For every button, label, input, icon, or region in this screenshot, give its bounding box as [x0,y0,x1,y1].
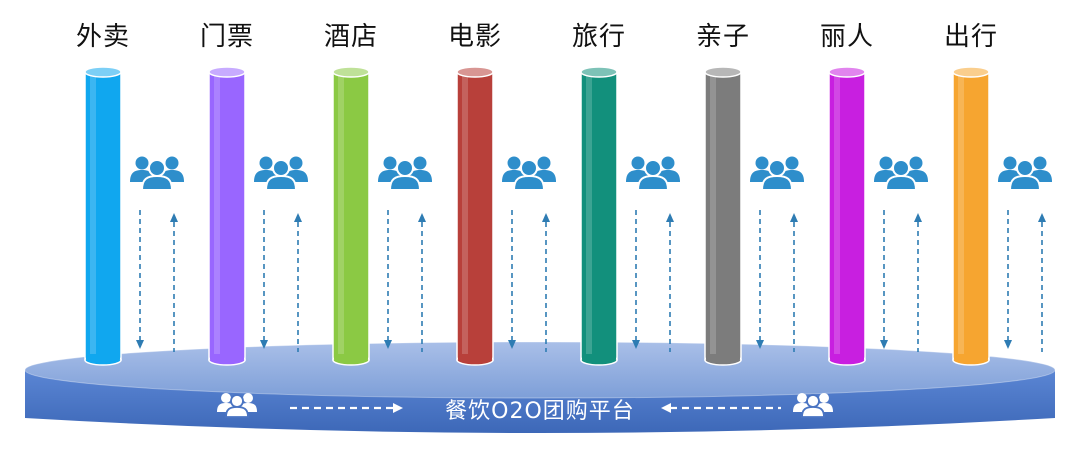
pillar-label-7: 丽人 [819,22,874,52]
down-arrow-icon-2 [260,210,268,349]
user-group-icon-1 [129,155,185,191]
up-arrow-icon-7 [914,213,922,352]
pillar-label-1: 外卖 [75,22,130,52]
pillar-label-4: 电影 [447,22,502,52]
pillar-6 [704,66,742,366]
user-group-icon-6 [749,155,805,191]
up-arrow-icon-8 [1038,213,1046,352]
platform-decorations [216,392,834,418]
user-group-icon-2 [253,155,309,191]
user-group-icon-3 [377,155,433,191]
pillar-label-6: 亲子 [695,22,750,52]
pillar-3 [332,66,370,366]
down-arrow-icon-6 [756,210,764,349]
up-arrow-icon-1 [170,213,178,352]
down-arrow-icon-4 [508,210,516,349]
platform-right-arrow-icon [290,403,403,413]
platform-label: 餐饮O2O团购平台 [445,399,635,424]
up-arrow-icon-3 [418,213,426,352]
user-group-icon-7 [873,155,929,191]
pillar-4 [456,66,494,366]
pillar-label-3: 酒店 [323,22,378,52]
pillar-2 [208,66,246,366]
up-arrow-icon-2 [294,213,302,352]
user-group-icon-5 [625,155,681,191]
up-arrow-icon-4 [542,213,550,352]
platform-left-arrow-icon [661,403,781,413]
down-arrow-icon-7 [880,210,888,349]
user-group-icon-8 [997,155,1053,191]
pillar-8 [952,66,990,366]
up-arrow-icon-6 [790,213,798,352]
up-arrow-icon-5 [666,213,674,352]
down-arrow-icon-1 [136,210,144,349]
platform-disc [24,341,1056,433]
pillar-label-8: 出行 [943,22,998,52]
pillar-label-2: 门票 [199,22,254,52]
down-arrow-icon-3 [384,210,392,349]
user-group-icon-4 [501,155,557,191]
down-arrow-icon-8 [1004,210,1012,349]
pillar-1 [84,66,122,366]
down-arrow-icon-5 [632,210,640,349]
pillar-5 [580,66,618,366]
pillar-label-5: 旅行 [571,22,626,52]
pillar-7 [828,66,866,366]
